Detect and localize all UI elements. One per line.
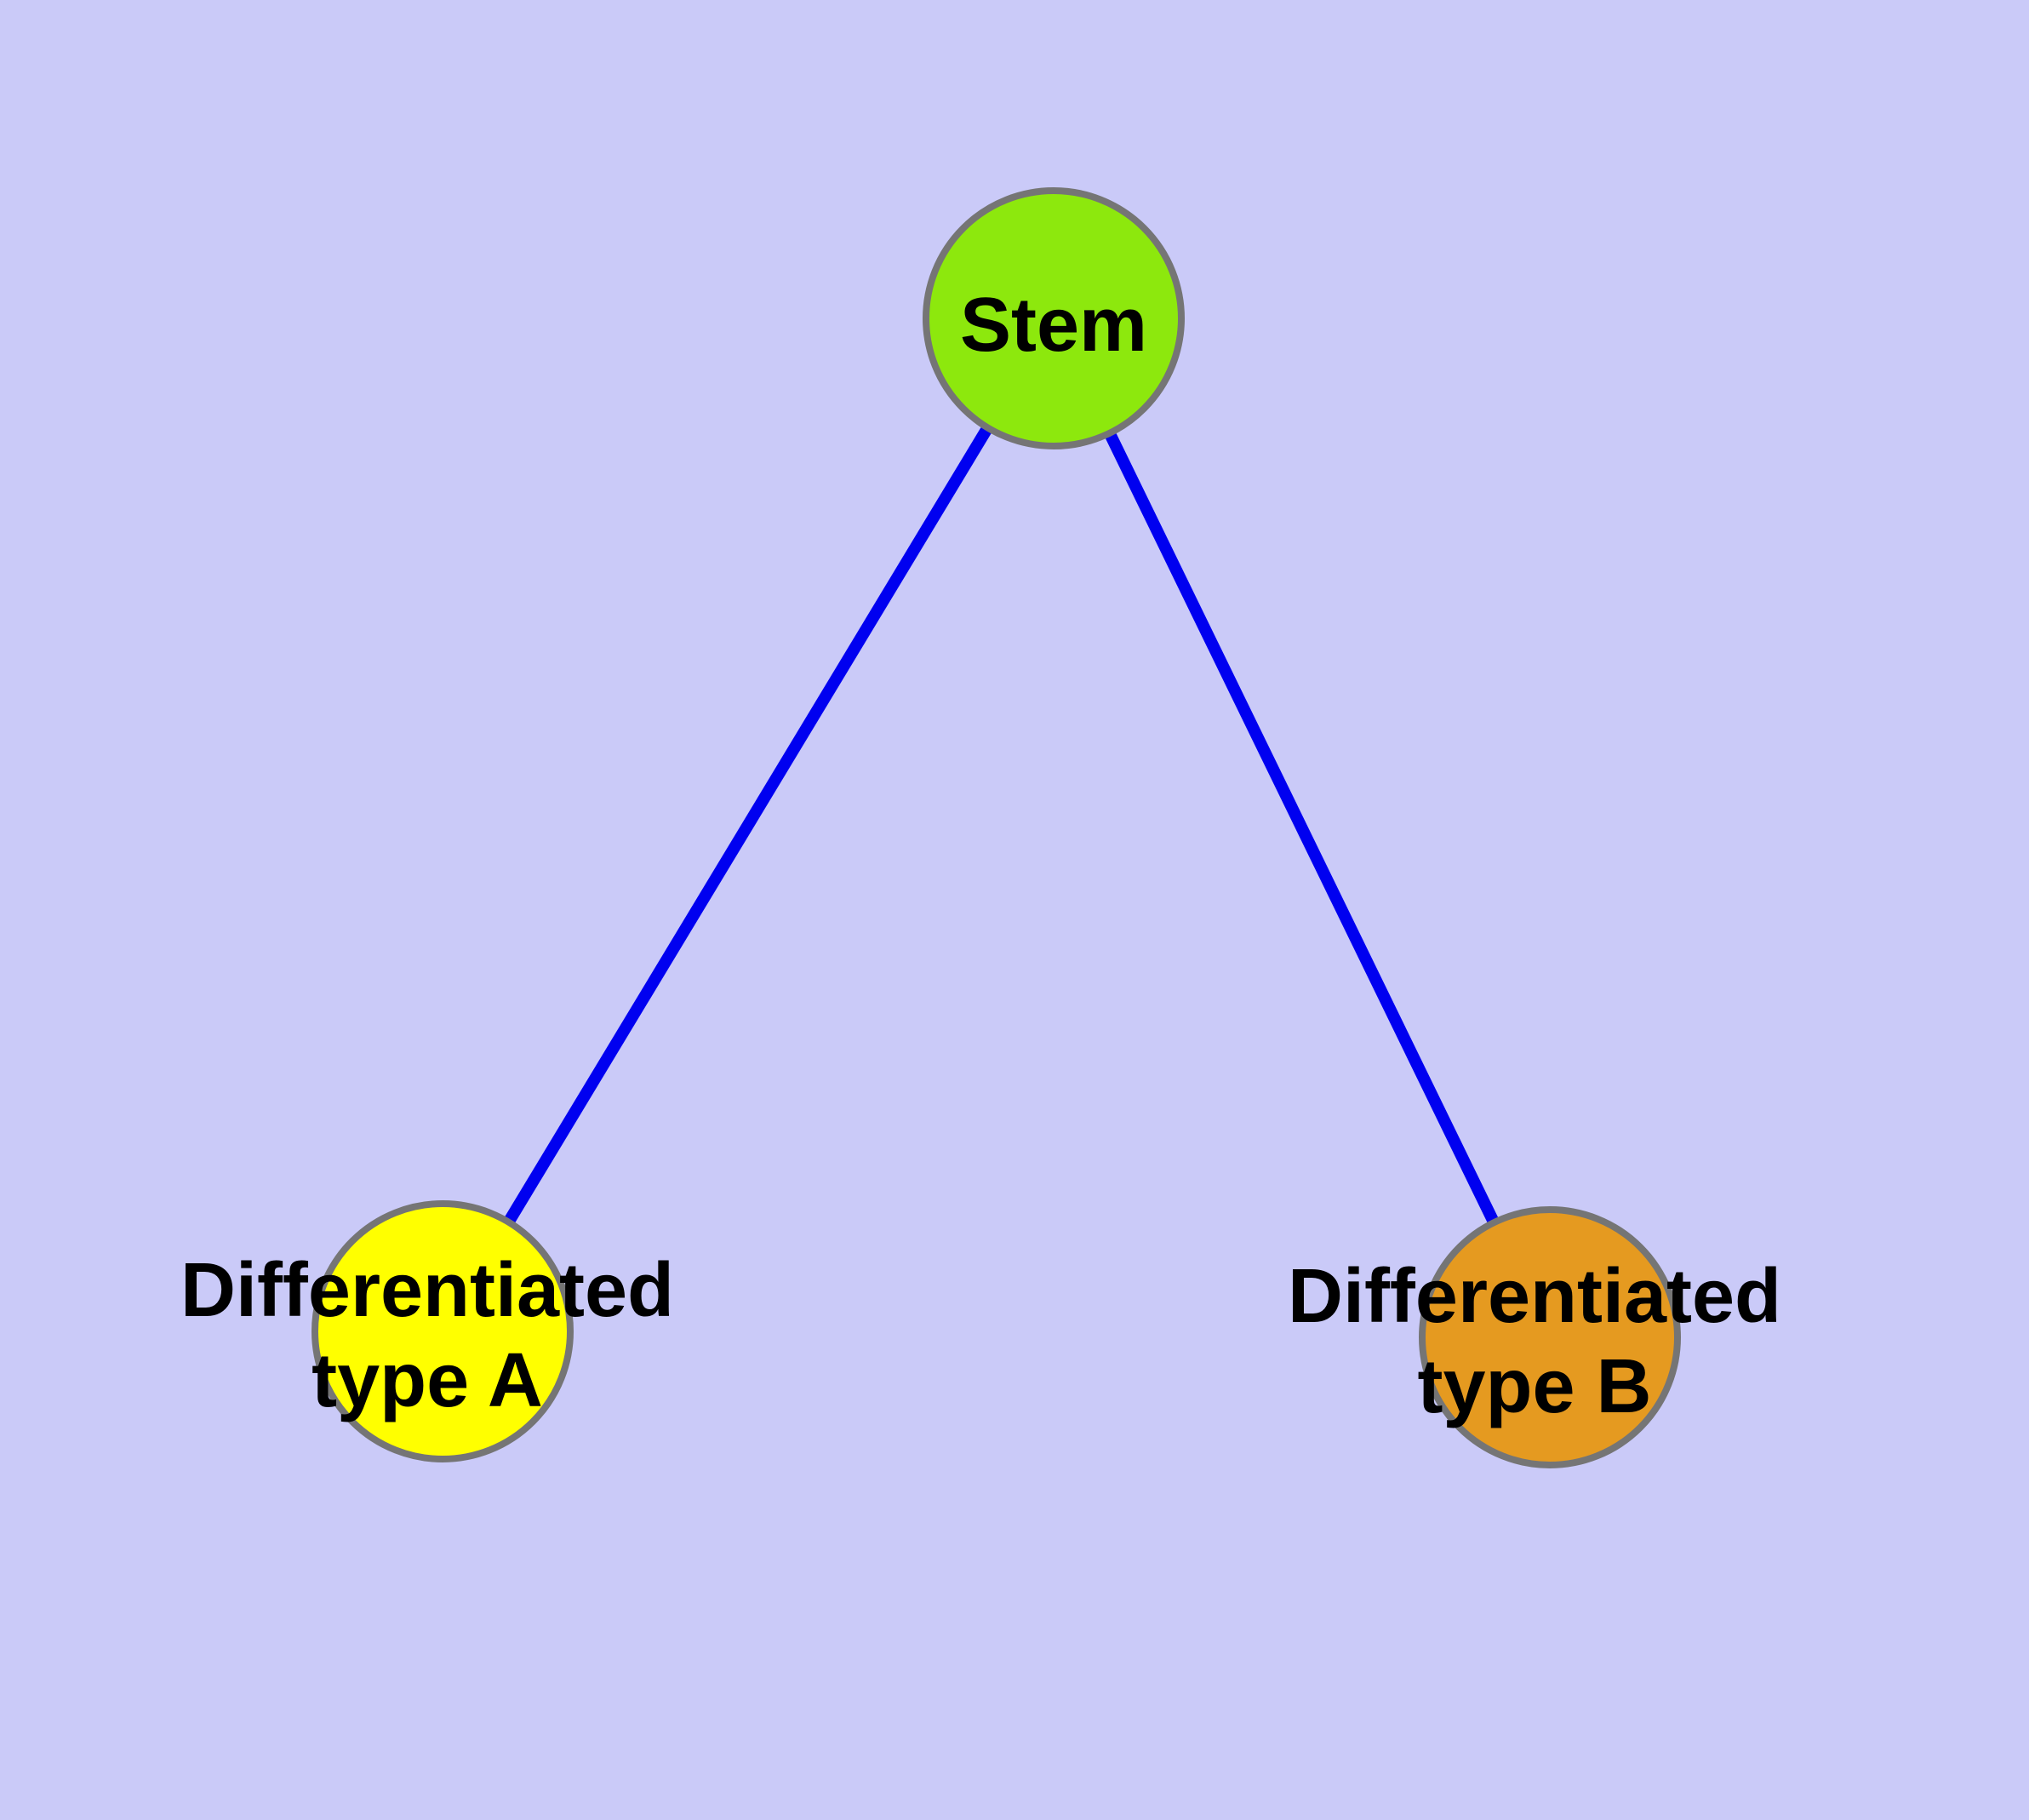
node-stem-label-line-1: Stem: [960, 283, 1147, 368]
node-differentiated-type-a-label-line-2: type A: [311, 1338, 543, 1423]
node-stem-label: Stem: [960, 283, 1147, 368]
node-differentiated-type-a-circle: [311, 1200, 574, 1462]
node-stem-circle: [923, 187, 1185, 449]
node-differentiated-type-a-label-line-1: Differentiated: [180, 1248, 674, 1333]
node-differentiated-type-b-label-line-1: Differentiated: [1288, 1254, 1781, 1339]
edge-stem-to-differentiated-type-a: [437, 315, 1059, 1335]
edge-stem-to-differentiated-type-b: [1048, 315, 1556, 1341]
node-differentiated-type-b-label-line-2: type B: [1417, 1344, 1651, 1429]
node-differentiated-type-b-circle: [1419, 1206, 1681, 1468]
